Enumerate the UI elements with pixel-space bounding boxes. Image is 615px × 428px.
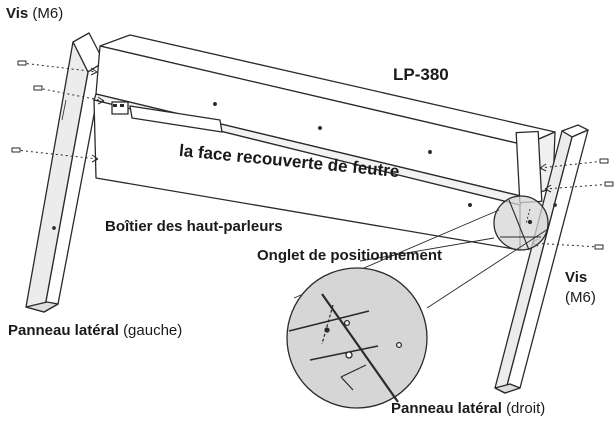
right-panel-label: Panneau latéral (droit) <box>391 401 545 416</box>
screws-label-left: Vis (M6) <box>6 6 63 21</box>
model-label: LP-380 <box>393 65 449 84</box>
positioning-tab-detail <box>286 267 428 409</box>
left-panel-label-side: (gauche) <box>123 322 183 339</box>
screws-label-right: Vis (M6) <box>565 268 596 309</box>
left-side-panel <box>25 32 105 313</box>
speaker-box-label: Boîtier des haut-parleurs <box>105 218 283 235</box>
positioning-tab-label: Onglet de positionnement <box>257 247 443 264</box>
screws-label-right-bold: Vis <box>565 269 588 286</box>
right-side-panel <box>494 124 589 394</box>
right-panel-label-bold: Panneau latéral <box>391 400 502 417</box>
screws-label-right-size: (M6) <box>565 289 596 307</box>
screws-label-left-size: (M6) <box>32 5 64 22</box>
speaker-box <box>93 34 556 251</box>
left-panel-label: Panneau latéral (gauche) <box>8 323 182 338</box>
left-panel-label-bold: Panneau latéral <box>8 322 119 339</box>
screws-label-left-bold: Vis <box>6 5 29 22</box>
right-panel-label-side: (droit) <box>506 400 546 417</box>
positioning-tab-callout-small <box>493 195 549 251</box>
left-screws <box>11 60 105 163</box>
